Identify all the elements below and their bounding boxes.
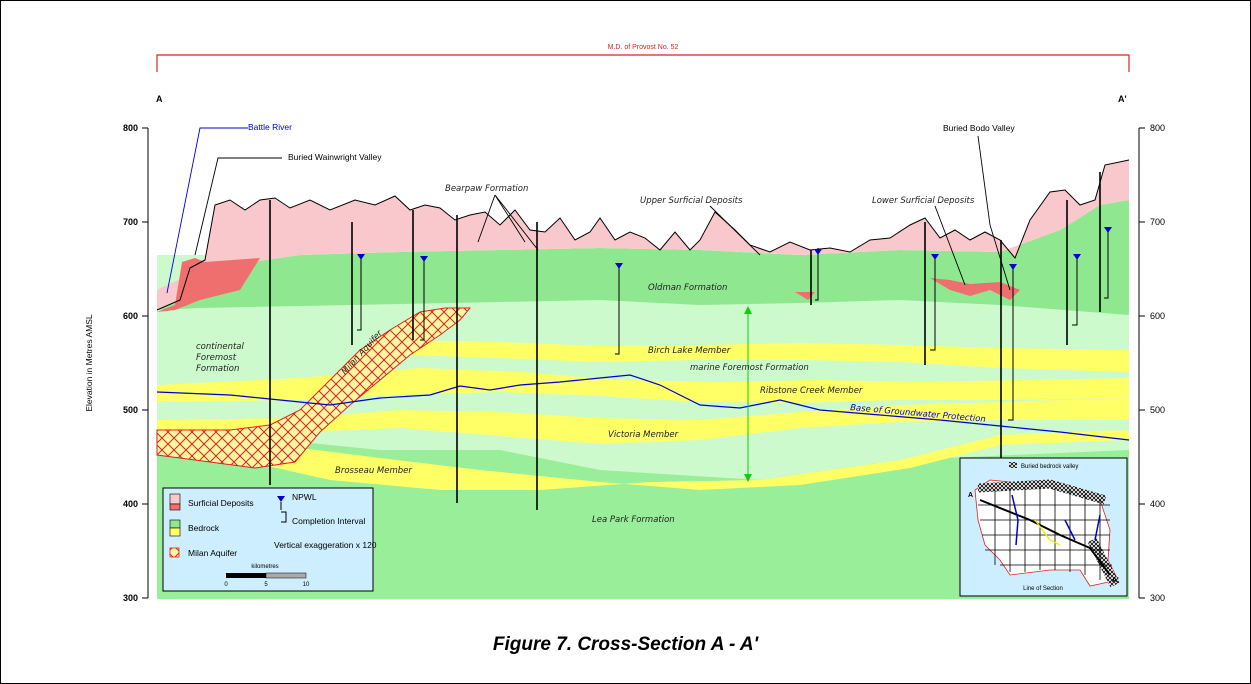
scale-title: kilometres [251,564,278,570]
inset-title: Buried bedrock valley [1021,464,1078,470]
ground-surface [156,159,1130,311]
inset-a-prime: A' [1112,577,1119,584]
y-tick-400: 400 [123,499,138,509]
victoria-label: Victoria Member [608,430,679,440]
legend-vertical-exag: Vertical exaggeration x 120 [274,540,377,550]
section-end-right: A' [1118,94,1127,104]
oldman-formation [157,200,1129,315]
district-bracket: M.D. of Provost No. 52 [156,44,1130,72]
victoria-member [157,398,1129,444]
y-axis-label: Elevation in Metres AMSL [84,314,94,412]
buried-bodo-label: Buried Bodo Valley [943,123,1015,133]
y-axis-right: 800 700 600 500 400 300 [1138,123,1165,603]
figure-caption: Figure 7. Cross-Section A - A' [492,634,759,655]
birch-lake-member [400,340,1129,372]
y-tick-500: 500 [123,405,138,415]
lea-park-label: Lea Park Formation [592,515,675,525]
y-tick-right-800: 800 [1150,123,1165,133]
y-tick-right-400: 400 [1150,499,1165,509]
y-axis-left: 800 700 600 500 400 300 Elevation in Met… [84,123,149,603]
scale-5: 5 [264,582,268,588]
upper-surficial-label: Upper Surficial Deposits [640,196,743,206]
birch-lake-label: Birch Lake Member [648,346,731,356]
legend-completion: Completion Interval [292,516,365,526]
legend-surficial: Surficial Deposits [188,498,254,508]
base-groundwater-line [156,374,1130,441]
ribstone-member [157,368,1129,403]
y-tick-right-600: 600 [1150,311,1165,321]
brosseau-member [157,430,1129,490]
ribstone-label: Ribstone Creek Member [760,386,863,396]
lower-surficial-bodo [930,278,1020,300]
section-end-left: A [156,94,163,104]
y-tick-800: 800 [123,123,138,133]
y-tick-700: 700 [123,217,138,227]
continental-label-1: continental [196,342,245,352]
wells [269,172,1109,510]
marine-foremost-label: marine Foremost Formation [690,363,809,373]
milan-aquifer-body [156,307,472,469]
legend-npwl: NPWL [292,492,317,502]
y-tick-right-300: 300 [1150,593,1165,603]
continental-label-3: Formation [196,364,239,374]
npwl-markers [357,227,1112,270]
y-tick-right-500: 500 [1150,405,1165,415]
y-tick-600: 600 [123,311,138,321]
legend: Surficial Deposits Bedrock Milan Aquifer… [162,487,377,592]
scale-0: 0 [224,582,228,588]
buried-wainwright-label: Buried Wainwright Valley [288,152,382,162]
continental-label-2: Foremost [196,353,237,363]
inset-line-label: Line of Section [1023,586,1063,592]
battle-river-label: Battle River [248,122,292,132]
inset-map: Buried bedrock valley A A' Line of Secti… [959,457,1128,597]
protection-arrow [744,306,752,482]
lower-surficial-mid [795,292,815,300]
lower-surficial-label: Lower Surficial Deposits [872,196,975,206]
brosseau-label: Brosseau Member [335,466,412,476]
lower-surficial-left [157,258,260,312]
oldman-label: Oldman Formation [648,283,727,293]
district-label: M.D. of Provost No. 52 [608,44,679,51]
legend-bedrock: Bedrock [188,523,220,533]
y-tick-right-700: 700 [1150,217,1165,227]
bearpaw-label: Bearpaw Formation [445,184,528,194]
inset-a: A [968,492,973,499]
scale-10: 10 [303,582,310,588]
legend-milan: Milan Aquifer [188,548,237,558]
y-tick-300: 300 [123,593,138,603]
